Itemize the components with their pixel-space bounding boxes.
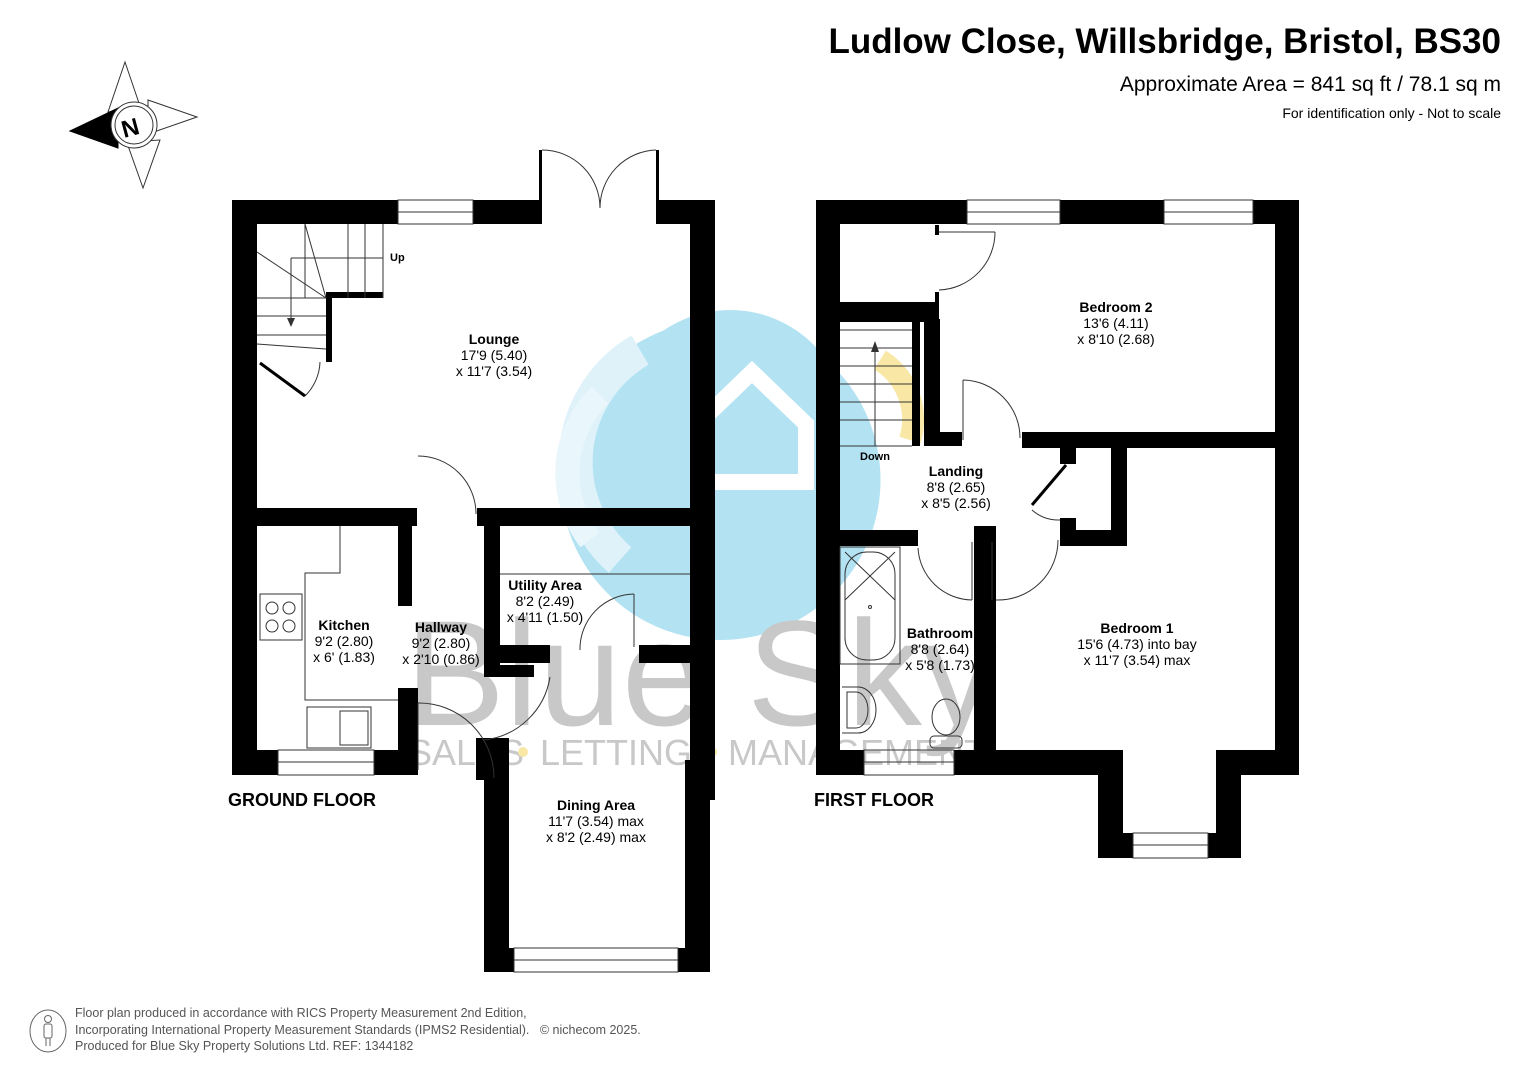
room-dimension: x 2'10 (0.86): [402, 651, 480, 667]
room-landing: Landing 8'8 (2.65) x 8'5 (2.56): [921, 463, 991, 511]
room-lounge: Lounge 17'9 (5.40) x 11'7 (3.54): [456, 331, 532, 379]
stairs-down-label: Down: [860, 451, 890, 463]
footer-line-3: Produced for Blue Sky Property Solutions…: [75, 1039, 414, 1053]
footer-credits: Floor plan produced in accordance with R…: [75, 1005, 641, 1055]
stair-arrow-up-icon: [287, 318, 295, 327]
room-name: Dining Area: [556, 797, 636, 813]
room-name: Hallway: [414, 619, 468, 635]
room-dimension: x 6' (1.83): [313, 649, 375, 665]
room-kitchen: Kitchen 9'2 (2.80) x 6' (1.83): [313, 617, 375, 665]
first-floor-walls: [816, 200, 1299, 858]
approximate-area: Approximate Area = 841 sq ft / 78.1 sq m: [1119, 73, 1501, 96]
footer-line-2: Incorporating International Property Mea…: [75, 1022, 641, 1039]
room-bedroom-1: Bedroom 1 15'6 (4.73) into bay x 11'7 (3…: [1077, 620, 1196, 668]
room-dimension: 17'9 (5.40): [460, 347, 528, 363]
room-dimension: 13'6 (4.11): [1083, 315, 1149, 331]
room-dimension: x 4'11 (1.50): [506, 609, 584, 625]
room-dimension: x 8'10 (2.68): [1077, 331, 1155, 347]
room-name: Kitchen: [318, 617, 370, 633]
room-name: Bathroom: [906, 625, 974, 641]
compass-rose-icon: N: [68, 60, 199, 190]
room-bathroom: Bathroom 8'8 (2.64) x 5'8 (1.73): [905, 625, 975, 673]
room-dimension: 11'7 (3.54) max: [548, 813, 644, 829]
room-dimension: x 8'5 (2.56): [921, 495, 991, 511]
property-address-title: Ludlow Close, Willsbridge, Bristol, BS30: [828, 22, 1501, 61]
room-name: Utility Area: [508, 577, 582, 593]
room-name: Bedroom 1: [1100, 620, 1174, 636]
ground-floor-fixtures: [256, 149, 690, 973]
room-bedroom-2: Bedroom 2 13'6 (4.11) x 8'10 (2.68): [1077, 299, 1154, 347]
room-dimension: 8'8 (2.64): [910, 641, 970, 657]
room-name: Bedroom 2: [1079, 299, 1153, 315]
footer-copyright: © nichecom 2025.: [539, 1022, 641, 1037]
first-floor-fixtures: [839, 199, 1254, 859]
room-hallway: Hallway 9'2 (2.80) x 2'10 (0.86): [402, 619, 479, 667]
stair-arrow-down-icon: [871, 341, 879, 352]
footer-line-1: Floor plan produced in accordance with R…: [75, 1006, 527, 1020]
room-utility-area: Utility Area 8'2 (2.49) x 4'11 (1.50): [507, 577, 583, 625]
first-floor-label: FIRST FLOOR: [814, 790, 934, 810]
room-dimension: 9'2 (2.80): [411, 635, 471, 651]
svg-text:N: N: [119, 113, 143, 144]
ground-floor-walls: [232, 150, 715, 972]
room-name: Landing: [928, 463, 984, 479]
ground-floor-label: GROUND FLOOR: [228, 790, 376, 810]
room-dimension: x 11'7 (3.54) max: [1083, 652, 1191, 668]
footer-line-2-text: Incorporating International Property Mea…: [75, 1022, 530, 1037]
room-dimension: x 8'2 (2.49) max: [546, 829, 646, 845]
room-dining-area: Dining Area 11'7 (3.54) max x 8'2 (2.49)…: [546, 797, 646, 845]
room-dimension: 15'6 (4.73) into bay: [1077, 636, 1197, 652]
person-scale-icon: [29, 1009, 67, 1053]
room-dimension: 8'2 (2.49): [515, 593, 575, 609]
room-dimension: x 5'8 (1.73): [905, 657, 975, 673]
stairs-up-label: Up: [390, 252, 405, 264]
room-dimension: x 11'7 (3.54): [455, 363, 533, 379]
room-name: Lounge: [468, 331, 520, 347]
disclaimer-note: For identification only - Not to scale: [1282, 105, 1501, 121]
room-dimension: 9'2 (2.80): [314, 633, 374, 649]
room-dimension: 8'8 (2.65): [926, 479, 986, 495]
